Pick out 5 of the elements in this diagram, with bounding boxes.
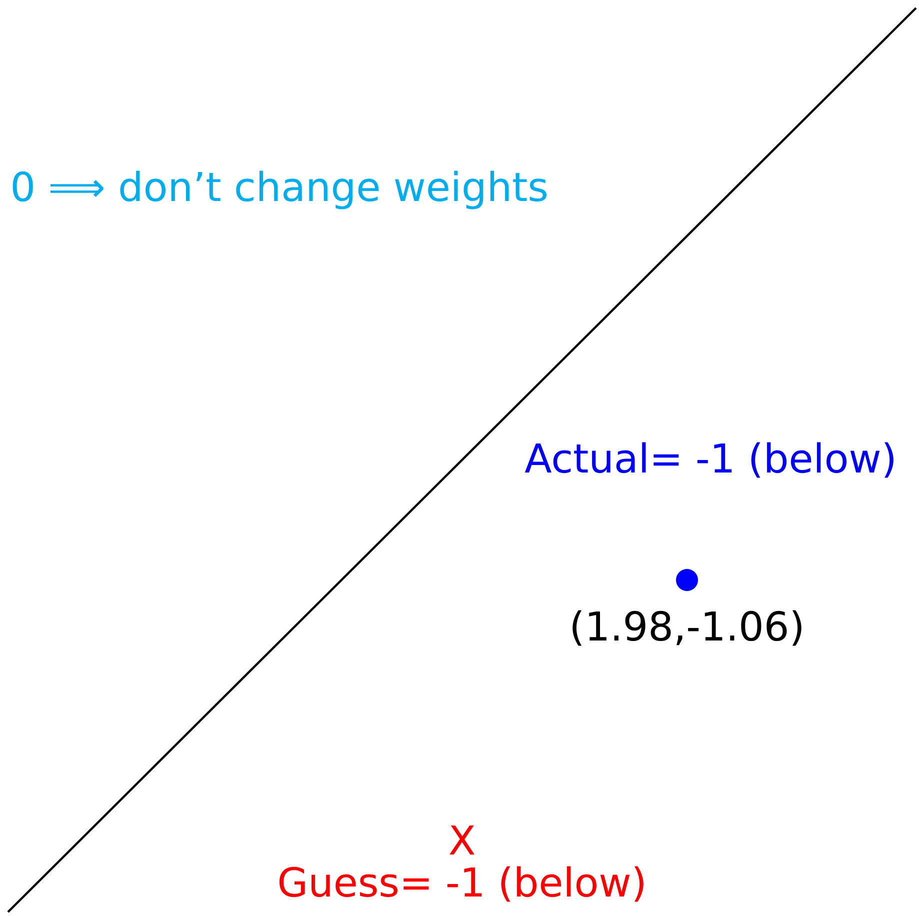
point-label: (1.98,-1.06): [572, 610, 802, 646]
annotation-text: Guess= -1 (below): [279, 866, 644, 902]
cross-marker: X: [450, 825, 474, 855]
annotation-text: Actual= -1 (below): [524, 442, 894, 478]
annotation-text: 0 ⟹ don’t change weights: [12, 170, 546, 210]
